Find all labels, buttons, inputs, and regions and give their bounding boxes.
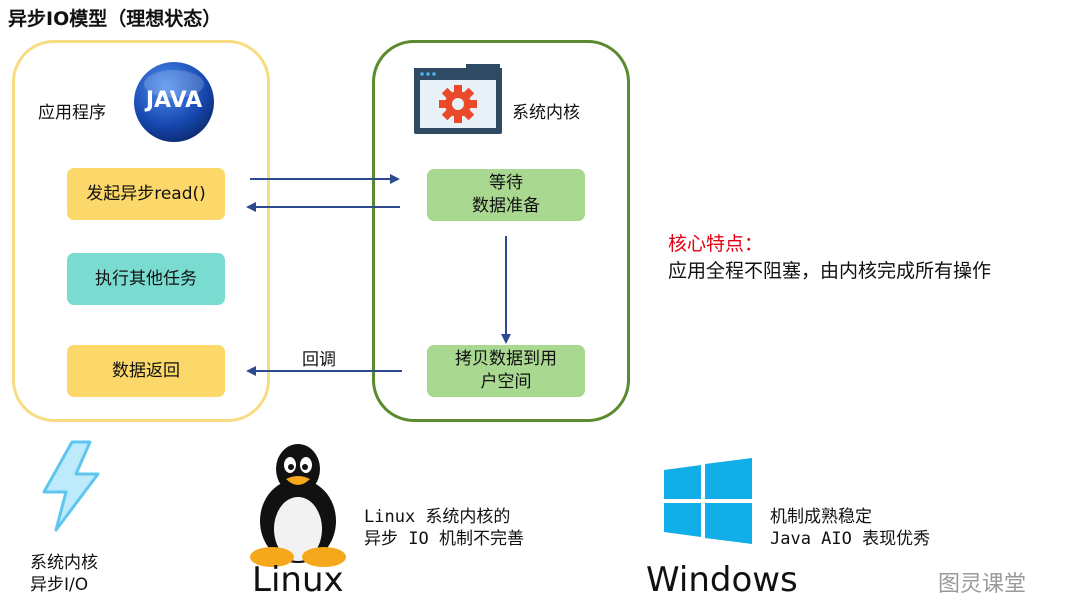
step-wait-data-line2: 数据准备 xyxy=(472,196,540,216)
step-data-return-label: 数据返回 xyxy=(112,360,180,381)
windows-caption-line2: Java AIO 表现优秀 xyxy=(770,529,931,549)
step-copy-data: 拷贝数据到用 户空间 xyxy=(427,345,585,397)
step-async-read: 发起异步read() xyxy=(67,168,225,220)
windows-brand: Windows xyxy=(646,560,798,600)
windows-caption: 机制成熟稳定 Java AIO 表现优秀 xyxy=(770,506,930,550)
kernel-window-gear-icon xyxy=(412,62,504,136)
step-copy-data-line1: 拷贝数据到用 xyxy=(455,349,557,369)
async-caption-line2: 异步I/O xyxy=(30,575,89,595)
step-other-tasks-label: 执行其他任务 xyxy=(95,268,197,289)
linux-caption-line1: Linux 系统内核的 xyxy=(364,507,511,527)
step-copy-data-line2: 户空间 xyxy=(480,372,532,392)
page-title: 异步IO模型（理想状态） xyxy=(8,8,222,30)
java-logo-text: JAVA xyxy=(145,88,203,113)
note-body: 应用全程不阻塞，由内核完成所有操作 xyxy=(668,260,992,282)
windows-caption-line1: 机制成熟稳定 xyxy=(770,507,872,527)
linux-caption-line2: 异步 IO 机制不完善 xyxy=(364,529,524,549)
note-title: 核心特点： xyxy=(668,233,764,255)
step-wait-data-line1: 等待 xyxy=(489,173,523,193)
linux-brand: Linux xyxy=(252,560,344,600)
application-label: 应用程序 xyxy=(38,103,106,123)
tux-penguin-icon xyxy=(246,443,350,569)
windows-logo-icon xyxy=(664,458,752,544)
watermark: 图灵课堂 xyxy=(938,572,1027,597)
step-data-return: 数据返回 xyxy=(67,345,225,397)
step-other-tasks: 执行其他任务 xyxy=(67,253,225,305)
async-caption-line1: 系统内核 xyxy=(30,553,98,573)
step-wait-data: 等待 数据准备 xyxy=(427,169,585,221)
lightning-icon xyxy=(38,440,104,532)
callback-label: 回调 xyxy=(302,350,336,370)
linux-caption: Linux 系统内核的 异步 IO 机制不完善 xyxy=(364,506,524,550)
async-caption: 系统内核 异步I/O xyxy=(30,552,98,596)
java-logo-icon xyxy=(132,60,216,144)
kernel-label: 系统内核 xyxy=(512,103,580,123)
step-async-read-label: 发起异步read() xyxy=(86,183,206,204)
